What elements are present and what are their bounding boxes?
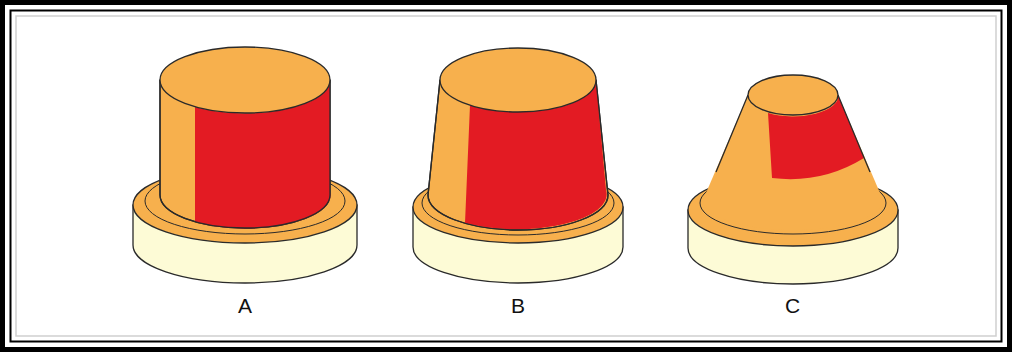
figure-letter: B [511,295,525,316]
occlusal-surface [440,48,596,112]
occlusal-surface [748,75,838,115]
preparation-c [688,75,898,284]
figure-letter: A [238,295,252,316]
occlusal-surface [160,47,330,113]
panel-border [16,16,996,336]
outer-frame [3,3,1010,350]
preparation-a [133,47,357,283]
figure-letter: C [785,295,800,316]
preparation-b [413,48,623,283]
inner-frame [11,11,1002,342]
